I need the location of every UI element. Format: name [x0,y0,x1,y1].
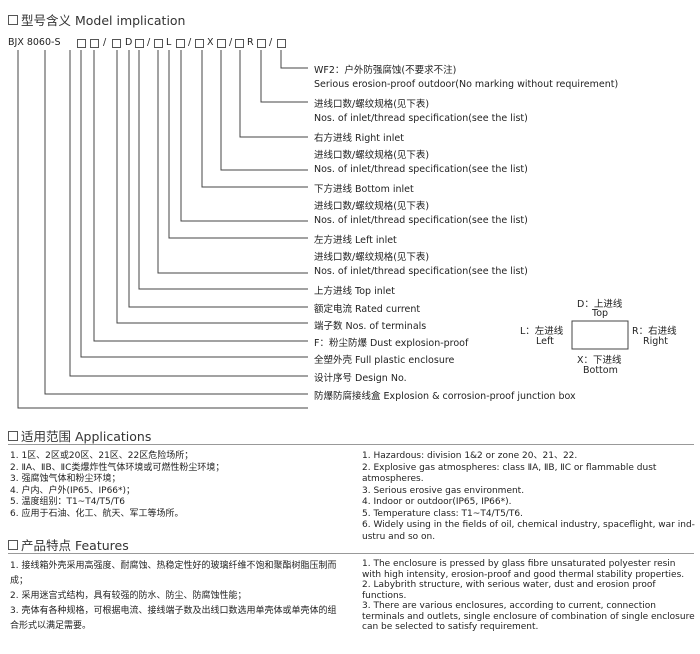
diagram-top-cn: D：上进线 [577,299,623,310]
feature-cn-item: 3. 壳体有各种规格，可根据电流、接线端子数及出线口数选用单壳体或单壳体的组合形… [10,606,337,631]
code-slash-3: / [188,37,192,48]
application-en-item: 4. Indoor or outdoor(IP65, IP66*). [362,497,512,507]
code-box-4 [135,39,144,48]
exp-inlet-spec-3: 进线口数/螺纹规格(见下表) [314,201,430,212]
checkbox-square-icon [8,430,18,441]
exp-inlet-spec-3-en: Nos. of inlet/thread specification(see t… [314,215,528,226]
diagram-right-en: Right [643,336,669,347]
features-title-text: 产品特点 Features [21,538,129,553]
code-slash-5: / [269,37,273,48]
application-cn-item: 2. ⅡA、ⅡB、ⅡC类爆炸性气体环境或可燃性粉尘环境； [10,462,225,473]
exp-rated-current: 额定电流 Rated current [314,304,421,315]
exp-terminals: 端子数 Nos. of terminals [314,321,427,332]
exp-junction-box: 防爆防腐接线盒 Explosion & corrosion-proof junc… [314,391,576,402]
application-en-item: 6. Widely using in the fields of oil, ch… [362,520,695,542]
application-cn-item: 3. 强腐蚀气体和粉尘环境； [10,474,121,484]
code-box-1 [77,39,86,48]
checkbox-square-icon [8,14,18,25]
applications-title-text: 适用范围 Applications [21,429,152,444]
exp-inlet-spec-1-en: Nos. of inlet/thread specification(see t… [314,113,528,124]
application-en-item: 5. Temperature class: T1~T4/T5/T6. [362,508,523,519]
applications-section-title: 适用范围 Applications [8,426,151,445]
diagram-left-cn: L：左进线 [520,326,564,337]
code-box-11 [277,39,286,48]
exp-inlet-spec-4: 进线口数/螺纹规格(见下表) [314,252,430,263]
code-box-5 [154,39,163,48]
features-divider [8,553,694,554]
code-slash-4: / [229,37,233,48]
application-cn-item: 1. 1区、2区或20区、21区、22区危险场所； [10,451,194,461]
feature-cn-item: 1. 接线箱外壳采用高强度、耐腐蚀、热稳定性好的玻璃纤维不饱和聚酯树脂压制而成； [10,561,337,586]
model-section-title: 型号含义 Model implication [8,10,185,29]
features-en-list: 1. The enclosure is pressed by glass fib… [362,559,696,633]
application-en-item: 1. Hazardous: division 1&2 or zone 20、21… [362,451,578,461]
code-box-10 [257,39,266,48]
feature-en-item: 1. The enclosure is pressed by glass fib… [362,559,685,580]
feature-en-item: 3. There are various enclosures, accordi… [362,601,695,632]
code-box-9 [235,39,244,48]
features-cn-list: 1. 接线箱外壳采用高强度、耐腐蚀、热稳定性好的玻璃纤维不饱和聚酯树脂压制而成；… [10,559,345,634]
application-en-item: 3. Serious erosive gas environment. [362,485,525,496]
code-letter-d: D [125,37,133,48]
checkbox-square-icon [8,539,18,550]
code-prefix: BJX 8060-S [8,37,61,48]
feature-cn-item: 2. 采用迷宫式结构，具有较强的防水、防尘、防腐蚀性能； [10,591,247,601]
exp-wf2: WF2：户外防强腐蚀(不要求不注) [314,65,457,76]
code-slash-2: / [147,37,151,48]
applications-en-list: 1. Hazardous: division 1&2 or zone 20、21… [362,451,696,543]
application-cn-item: 4. 户内、户外(IP65、IP66*)； [10,485,136,496]
applications-cn-list: 1. 1区、2区或20区、21区、22区危险场所； 2. ⅡA、ⅡB、ⅡC类爆炸… [10,451,345,520]
exp-inlet-spec-2: 进线口数/螺纹规格(见下表) [314,150,430,161]
model-connector-lines [17,50,629,409]
exp-right-inlet: 右方进线 Right inlet [314,133,404,144]
exp-top-inlet: 上方进线 Top inlet [314,286,395,297]
application-cn-item: 6. 应用于石油、化工、航天、军工等场所。 [10,508,184,519]
diagram-right-cn: R：右进线 [632,326,677,337]
exp-left-inlet: 左方进线 Left inlet [314,235,397,246]
code-letter-r: R [247,37,254,48]
application-cn-item: 5. 温度组别：T1~T4/T5/T6 [10,497,125,507]
code-letter-l: L [166,37,172,48]
code-box-6 [176,39,185,48]
exp-inlet-spec-4-en: Nos. of inlet/thread specification(see t… [314,266,528,277]
diagram-left-en: Left [536,336,554,347]
exp-inlet-spec-2-en: Nos. of inlet/thread specification(see t… [314,164,528,175]
diagram-bottom-cn: X：下进线 [577,355,622,366]
code-box-8 [217,39,226,48]
features-section-title: 产品特点 Features [8,535,129,554]
code-box-2 [90,39,99,48]
code-slash-1: / [103,37,107,48]
diagram-bottom-en: Bottom [583,365,618,376]
exp-bottom-inlet: 下方进线 Bottom inlet [314,184,414,195]
diagram-top-en: Top [592,308,609,319]
exp-design-no: 设计序号 Design No. [314,373,407,384]
applications-divider [8,444,694,445]
exp-wf2-en: Serious erosion-proof outdoor(No marking… [314,79,619,90]
application-en-item: 2. Explosive gas atmospheres: class ⅡA, … [362,462,657,485]
model-title-text: 型号含义 Model implication [21,13,186,28]
code-letter-x: X [207,37,214,48]
exp-inlet-spec-1: 进线口数/螺纹规格(见下表) [314,99,430,110]
feature-en-item: 2. Labybrith structure, with serious wat… [362,580,656,601]
code-box-7 [195,39,204,48]
inlet-direction-box [571,320,629,350]
exp-dust-proof: F：粉尘防爆 Dust explosion-proof [314,338,469,349]
code-box-3 [112,39,121,48]
exp-plastic-enclosure: 全塑外壳 Full plastic enclosure [314,355,455,366]
